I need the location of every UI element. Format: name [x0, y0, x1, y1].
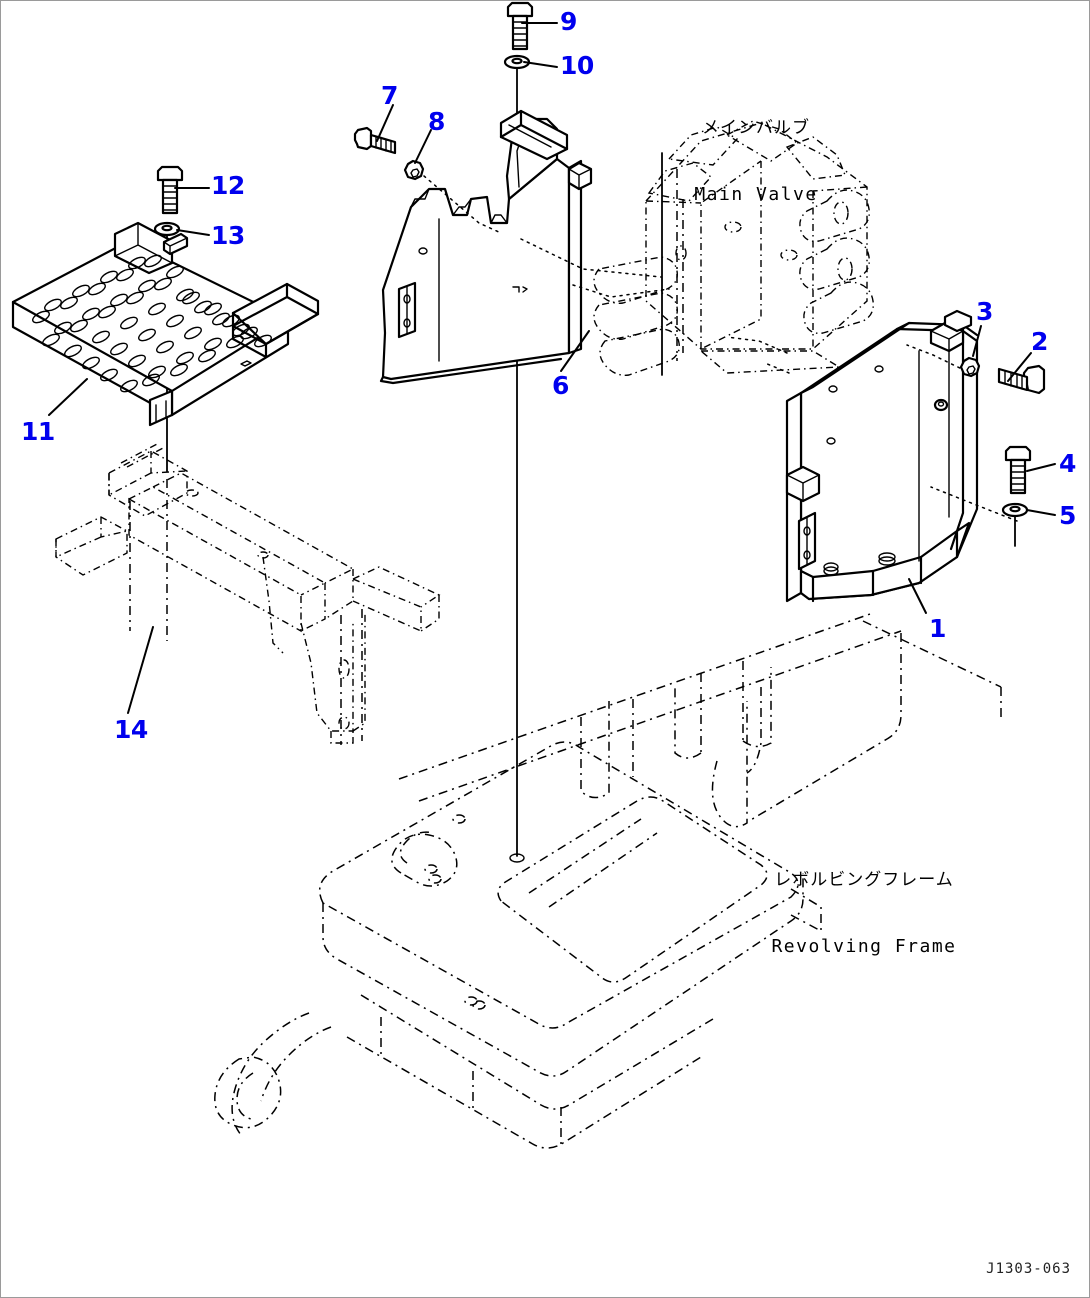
callout-3[interactable]: 3: [976, 297, 993, 326]
washer-13-graphic: [153, 221, 181, 237]
leader-14: [127, 626, 154, 714]
callout-4[interactable]: 4: [1059, 449, 1076, 478]
leader-5: [1026, 509, 1056, 516]
guard-1-graphic: [726, 309, 1018, 603]
caption-main-valve-en: Main Valve: [694, 184, 818, 206]
leader-4: [1026, 463, 1056, 472]
caption-main-valve: メインバルブ Main Valve: [694, 73, 817, 252]
leader-13: [176, 229, 210, 236]
bolt-12-graphic: [156, 165, 184, 215]
main-valve-graphic: [593, 120, 874, 376]
callout-leaders: [48, 22, 1056, 714]
callout-12[interactable]: 12: [211, 171, 245, 200]
drawing-number: J1303-063: [986, 1261, 1071, 1277]
washer-3-graphic: [959, 356, 981, 378]
callout-10[interactable]: 10: [560, 51, 594, 80]
callout-7[interactable]: 7: [381, 81, 398, 110]
guard-6-graphic: [379, 109, 670, 385]
caption-main-valve-jp: メインバルブ: [702, 118, 810, 138]
leader-8: [414, 129, 432, 164]
caption-revolving-frame-en: Revolving Frame: [771, 936, 957, 958]
callout-6[interactable]: 6: [552, 371, 569, 400]
revolving-frame-graphic: [214, 612, 1002, 1149]
washer-8-graphic: [403, 159, 425, 181]
caption-revolving-frame-jp: レボルビングフレーム: [774, 870, 954, 890]
step-plate-11-graphic: [11, 221, 320, 427]
bracket-14-graphic: [55, 442, 441, 745]
callout-13[interactable]: 13: [211, 221, 245, 250]
callout-5[interactable]: 5: [1059, 501, 1076, 530]
washer-5-graphic: [1001, 502, 1029, 518]
bolt-7-graphic: [353, 126, 397, 155]
leader-11: [48, 378, 88, 416]
callout-1[interactable]: 1: [929, 614, 946, 643]
callout-9[interactable]: 9: [560, 7, 577, 36]
callout-11[interactable]: 11: [21, 417, 55, 446]
leader-1: [908, 578, 927, 614]
leader-10: [523, 61, 558, 68]
callout-8[interactable]: 8: [428, 107, 445, 136]
callout-14[interactable]: 14: [114, 715, 148, 744]
bolt-4-graphic: [1004, 445, 1032, 495]
bolt-9-graphic: [506, 1, 534, 51]
caption-revolving-frame: レボルビングフレーム Revolving Frame: [771, 825, 956, 1004]
leader-3: [972, 325, 982, 357]
callout-2[interactable]: 2: [1031, 327, 1048, 356]
leader-6: [560, 330, 590, 372]
leader-7: [376, 104, 394, 142]
bolt-2-graphic: [997, 364, 1046, 395]
leader-2: [1007, 352, 1032, 382]
